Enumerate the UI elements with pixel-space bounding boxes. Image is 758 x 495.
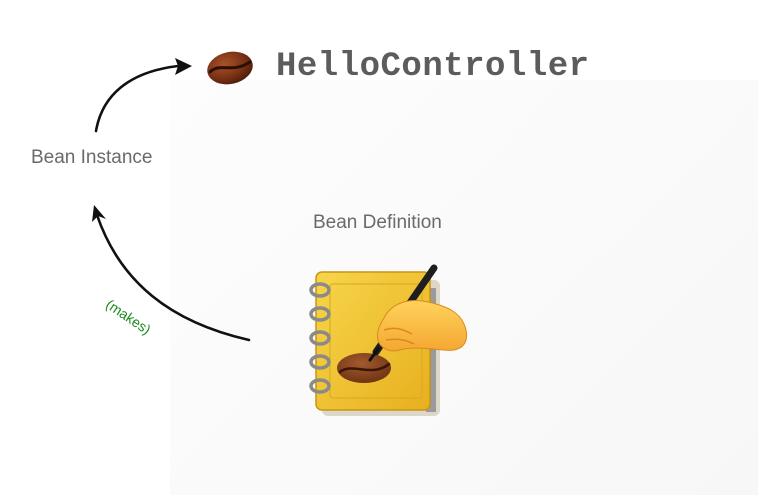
bean-definition-label: Bean Definition: [313, 212, 442, 233]
arrow-instance-to-bean: [94, 58, 192, 133]
background-panel: [170, 80, 758, 495]
diagram-title: HelloController: [276, 48, 590, 86]
bean-instance-label: Bean Instance: [31, 147, 153, 168]
arrow-definition-to-instance: [92, 205, 251, 342]
